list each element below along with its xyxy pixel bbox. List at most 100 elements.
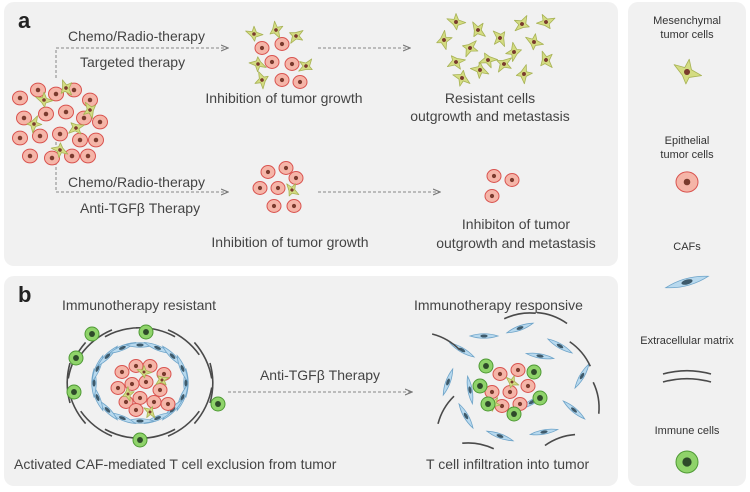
top-branch-label-1: Chemo/Radio-therapy <box>68 28 205 44</box>
epithelial-cell <box>138 375 154 389</box>
mesenchymal-cell <box>452 69 471 87</box>
mesenchymal-cell <box>254 71 269 90</box>
epithelial-cell <box>88 132 104 148</box>
caf-cell <box>458 402 474 430</box>
epithelial-cell <box>22 148 38 164</box>
panel-b <box>4 276 618 486</box>
epithelial-cell <box>492 367 508 381</box>
legend-mesenchymal-label-2: tumor cells <box>660 29 714 41</box>
immune-cell <box>138 324 154 340</box>
mesenchymal-cell <box>472 21 486 38</box>
mesenchymal-cell <box>269 20 284 39</box>
ecm-fiber <box>136 326 176 338</box>
mesenchymal-cell <box>446 55 466 70</box>
legend-mesenchymal-label-1: Mesenchymal <box>653 15 721 27</box>
mesenchymal-cell <box>540 50 553 68</box>
resistant-cells-cluster <box>436 13 556 87</box>
mesenchymal-cell <box>505 41 522 62</box>
ecm-fiber <box>503 312 536 320</box>
immune-cell <box>506 406 522 422</box>
epithelial-cell <box>292 75 308 89</box>
ecm-fiber <box>167 329 200 356</box>
immune-cell <box>68 350 84 366</box>
epithelial-cell <box>274 73 290 87</box>
epithelial-cell <box>146 395 162 409</box>
remaining-cells-cluster <box>484 169 520 203</box>
legend-cafs-label: CAFs <box>673 241 701 253</box>
mesenchymal-cell <box>446 13 467 31</box>
ecm-fiber <box>193 387 213 425</box>
mesenchymal-cell <box>143 406 156 419</box>
top-step2-label-1: Resistant cells <box>444 90 536 106</box>
resistant-tumor-microenvironment <box>66 324 226 448</box>
mesenchymal-cell <box>122 386 135 402</box>
mesenchymal-cell <box>462 40 479 58</box>
epithelial-cell <box>274 37 290 51</box>
ecm-fiber <box>193 341 213 379</box>
bottom-step1-label: Inhibition of tumor growth <box>211 234 369 250</box>
mesenchymal-cell <box>514 15 530 32</box>
mesenchymal-cell <box>525 33 544 51</box>
mesenchymal-cell <box>469 61 490 79</box>
ecm-fiber <box>80 410 113 437</box>
epithelial-cell <box>278 161 294 175</box>
initial-tumor-cluster <box>12 79 108 166</box>
immune-cell <box>84 326 100 342</box>
immune-cell <box>472 378 488 394</box>
mesenchymal-cell <box>515 64 533 85</box>
mesenchymal-cell <box>436 29 453 50</box>
epithelial-cell <box>16 110 32 126</box>
arrow-top-branch <box>55 48 228 78</box>
ecm-fiber <box>462 442 495 450</box>
epithelial-cell <box>520 379 536 393</box>
epithelial-cell <box>252 181 268 195</box>
legend-immune-label: Immune cells <box>654 425 720 437</box>
epithelial-cell <box>286 199 302 213</box>
ecm-fiber <box>662 377 712 383</box>
mesenchymal-cell <box>136 365 152 379</box>
panel-b-letter: b <box>18 282 32 307</box>
epithelial-cell <box>114 365 130 379</box>
epithelial-cell <box>64 148 80 164</box>
epithelial-cell <box>76 110 92 126</box>
mesenchymal-cell <box>26 115 43 134</box>
epithelial-cell <box>38 106 54 122</box>
epithelial-cell <box>58 104 74 120</box>
epithelial-cell <box>266 199 282 213</box>
caf-cell <box>505 322 535 334</box>
epithelial-cell <box>72 132 88 148</box>
immune-cell <box>675 450 699 474</box>
mesenchymal-cell <box>505 375 520 389</box>
mesenchymal-cell <box>83 101 96 120</box>
mesenchymal-cell <box>286 183 300 197</box>
mesenchymal-cell <box>68 122 85 135</box>
epithelial-cell <box>12 90 28 106</box>
bottom-inhibited-cluster <box>252 161 304 213</box>
epithelial-cell <box>12 130 28 146</box>
epithelial-cell <box>52 126 68 142</box>
mesenchymal-cell <box>289 30 304 44</box>
bottom-branch-label-1: Chemo/Radio-therapy <box>68 174 205 190</box>
caf-cell <box>466 374 474 406</box>
immune-cell <box>532 390 548 406</box>
epithelial-cell <box>152 383 168 397</box>
left-caption: Activated CAF-mediated T cell exclusion … <box>14 456 337 472</box>
epithelial-cell <box>504 173 520 187</box>
epithelial-cell <box>264 55 280 69</box>
caf-cell <box>562 400 586 420</box>
epithelial-cell <box>288 171 304 185</box>
epithelial-cell <box>270 181 286 195</box>
responsive-tumor-microenvironment <box>431 311 600 450</box>
epithelial-cell <box>254 41 270 55</box>
epithelial-cell <box>32 128 48 144</box>
caf-cell <box>524 352 556 360</box>
mesenchymal-cell <box>248 56 267 73</box>
caf-cell <box>176 354 189 383</box>
caf-cell <box>574 362 590 390</box>
legend-icons <box>662 58 712 474</box>
ecm-fiber <box>209 362 214 404</box>
ecm-fiber <box>662 369 712 375</box>
bottom-branch-label-2: Anti-TGFβ Therapy <box>80 200 201 216</box>
top-step1-label: Inhibition of tumor growth <box>205 90 363 106</box>
